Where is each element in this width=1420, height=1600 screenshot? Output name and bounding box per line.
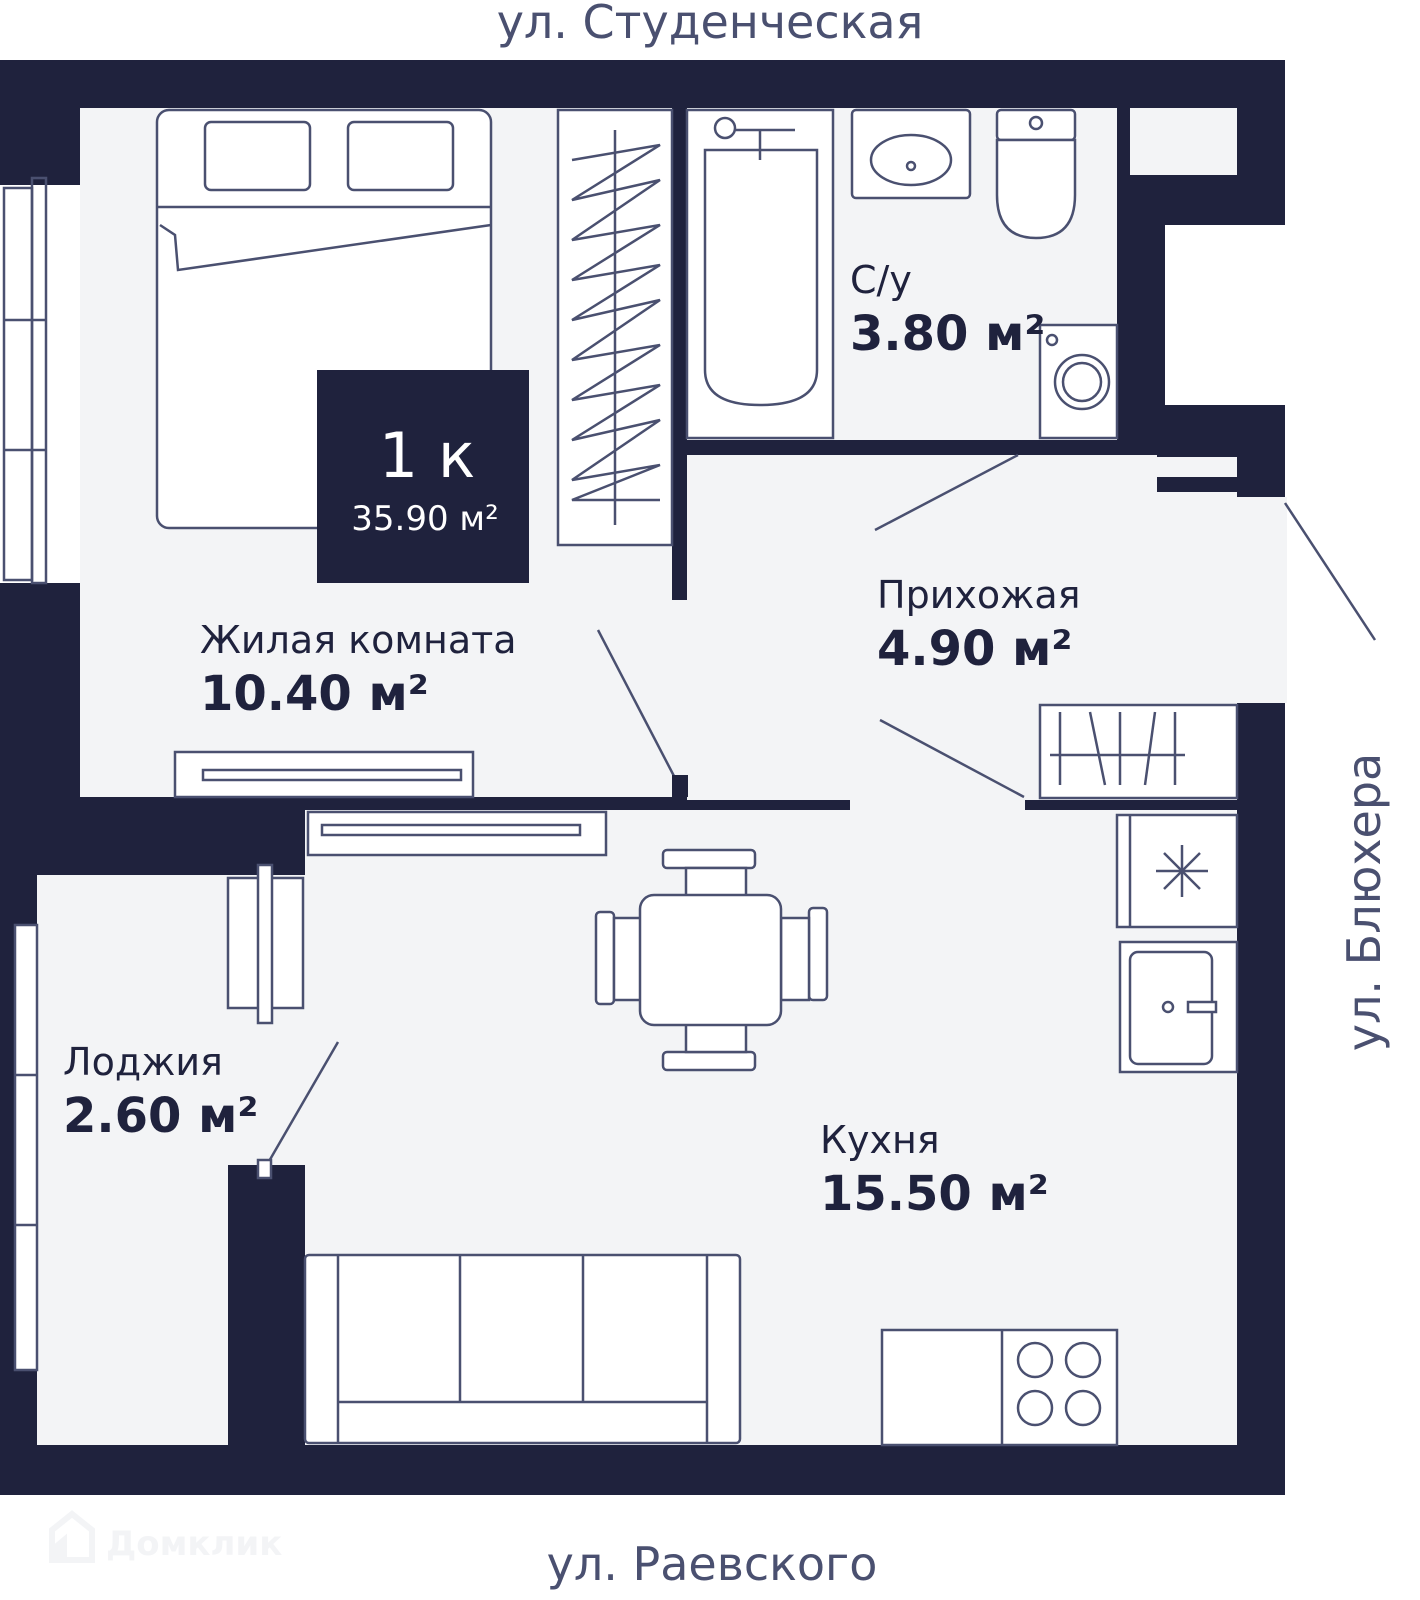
domclick-watermark: Домклик xyxy=(49,1510,282,1564)
closet-floor xyxy=(1130,108,1237,175)
bathtub xyxy=(685,108,835,440)
street-right: ул. Блюхера xyxy=(1337,753,1391,1051)
street-bottom: ул. Раевского xyxy=(547,1537,878,1591)
street-top: ул. Студенческая xyxy=(497,0,924,49)
window-loggia xyxy=(13,923,39,1372)
window-bedroom xyxy=(0,176,80,585)
washing-machine xyxy=(1038,323,1119,440)
stove xyxy=(880,1328,1119,1447)
room-area-hall: 4.90 м² xyxy=(877,621,1072,677)
room-name-living: Жилая комната xyxy=(200,618,517,662)
door-swings xyxy=(256,453,1377,1180)
hall-cabinet xyxy=(1038,703,1239,800)
svg-text:Домклик: Домклик xyxy=(106,1524,282,1564)
wardrobe xyxy=(556,108,674,547)
house-logo-icon xyxy=(49,1510,95,1563)
room-area-living: 10.40 м² xyxy=(200,666,429,722)
fridge xyxy=(1115,813,1239,929)
room-area-bathroom: 3.80 м² xyxy=(850,306,1045,362)
room-name-loggia: Лоджия xyxy=(63,1040,223,1084)
toilet xyxy=(995,108,1077,240)
room-area-kitchen: 15.50 м² xyxy=(820,1166,1049,1222)
kitchen-sink xyxy=(1118,940,1239,1074)
sofa xyxy=(303,1253,742,1445)
apartment-badge: 1 к 35.90 м² xyxy=(317,370,529,583)
rooms-count: 1 к xyxy=(379,419,476,492)
room-name-kitchen: Кухня xyxy=(820,1118,940,1162)
washbasin xyxy=(850,108,972,200)
room-area-loggia: 2.60 м² xyxy=(63,1088,258,1144)
balcony-door xyxy=(226,863,305,1025)
dining-table xyxy=(594,848,829,1072)
room-name-hall: Прихожая xyxy=(877,573,1081,617)
total-area: 35.90 м² xyxy=(351,499,498,539)
room-name-bathroom: С/у xyxy=(850,258,912,302)
